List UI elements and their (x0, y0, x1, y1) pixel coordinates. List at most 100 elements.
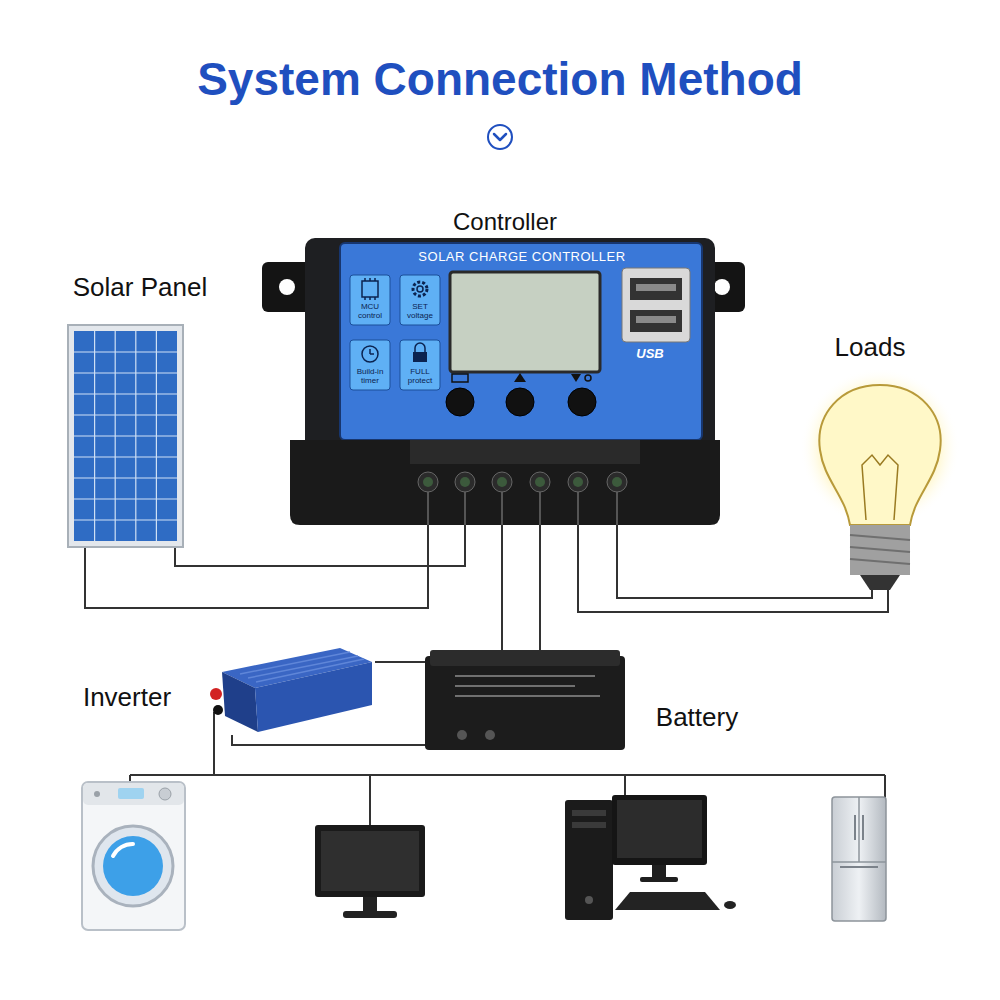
ac-bus-wires (213, 712, 215, 775)
controller-housing (455, 472, 475, 492)
controller-housing (571, 374, 581, 382)
refrigerator (862, 815, 864, 840)
controller-housing (573, 477, 583, 487)
solar-panel: Solar Panel (68, 325, 183, 547)
solar-panel-illustration (74, 456, 177, 457)
wire-connector (232, 735, 425, 745)
controller-housing (460, 477, 470, 487)
controller-housing (612, 477, 622, 487)
solar-panel-illustration (74, 351, 177, 352)
controller-housing (340, 243, 702, 440)
title-chevron (488, 125, 512, 149)
feature-label: SET voltage (400, 302, 440, 320)
desktop-computer (724, 901, 736, 909)
solar-panel-illustration (68, 325, 183, 547)
controller-housing (452, 374, 468, 382)
desktop-computer (652, 865, 666, 878)
load-bulb: Loads (800, 375, 960, 590)
inverter-box (213, 705, 223, 715)
wire-connector (578, 525, 888, 612)
refrigerator (832, 797, 886, 921)
title-chevron (488, 125, 512, 149)
desktop-computer (640, 877, 678, 882)
solar-panel-heading: Solar Panel (40, 272, 240, 303)
washing-machine (82, 782, 185, 930)
controller-housing (568, 472, 588, 492)
controller-housing (290, 440, 720, 525)
monitor (363, 897, 377, 911)
battery-box (455, 695, 600, 697)
controller-housing (350, 340, 390, 390)
controller-housing (410, 440, 640, 464)
diagram-title: System Connection Method (100, 52, 900, 107)
wire-connector (617, 525, 872, 598)
solar-panel-illustration (68, 325, 183, 547)
controller-housing (535, 477, 545, 487)
light-bulb (860, 575, 900, 590)
controller-housing (262, 238, 745, 525)
controller-housing (630, 310, 682, 332)
controller-housing (417, 286, 423, 292)
solar-panel-illustration (74, 331, 177, 541)
solar-panel-illustration (74, 498, 177, 499)
solar-panel-illustration (74, 519, 177, 520)
inverter-box (210, 648, 372, 732)
controller-housing (514, 373, 526, 382)
refrigerator (854, 815, 856, 840)
controller-housing (400, 275, 440, 325)
desktop-computer (565, 800, 613, 920)
controller-housing (374, 278, 376, 281)
controller-housing (279, 279, 295, 295)
controller-housing (428, 490, 617, 525)
wire-connector (375, 661, 425, 663)
controller-housing (530, 472, 550, 492)
controller-housing (539, 490, 541, 525)
solar-panel-illustration (74, 331, 177, 541)
battery-box (457, 730, 467, 740)
solar-panel-illustration (74, 393, 177, 394)
ac-bus-wires (884, 775, 886, 800)
desktop-computer (565, 795, 736, 920)
wire-connector (501, 525, 503, 650)
light-bulb (850, 535, 910, 540)
solar-panel-illustration (74, 414, 177, 415)
solar-panel-illustration (74, 435, 177, 436)
solar-charge-controller: ControllerSOLAR CHARGE CONTROLLER (262, 238, 745, 525)
inverter-box (210, 688, 222, 700)
light-bulb (850, 547, 910, 552)
refrigerator (832, 861, 886, 863)
light-bulb (850, 535, 910, 564)
washing-machine (94, 791, 100, 797)
controller-housing (464, 490, 466, 525)
controller-housing (362, 281, 378, 297)
battery-heading: Battery (632, 702, 762, 733)
controller-housing (415, 343, 425, 352)
controller-housing (714, 279, 730, 295)
controller-housing (362, 346, 378, 362)
controller-housing (506, 388, 534, 416)
light-bulb (800, 368, 960, 528)
controller-housing (370, 353, 374, 355)
light-bulb (850, 525, 910, 575)
wire-connector (539, 525, 541, 650)
controller-housing (362, 278, 427, 362)
refrigerator (832, 797, 886, 921)
feature-label: FULL protect (400, 367, 440, 385)
battery-box (455, 676, 600, 696)
monitor (343, 911, 397, 918)
controller-housing (622, 268, 690, 342)
washing-machine (103, 836, 163, 896)
light-bulb (850, 559, 910, 564)
inverter-box (240, 652, 364, 682)
inverter-box (248, 656, 358, 678)
battery-box (485, 730, 495, 740)
desktop-computer (615, 892, 720, 910)
inverter-box (210, 645, 375, 735)
washing-machine (93, 826, 173, 906)
controller-housing (413, 282, 427, 296)
light-bulb (862, 455, 898, 520)
wire-connector (175, 525, 465, 566)
inverter-box (240, 652, 350, 674)
